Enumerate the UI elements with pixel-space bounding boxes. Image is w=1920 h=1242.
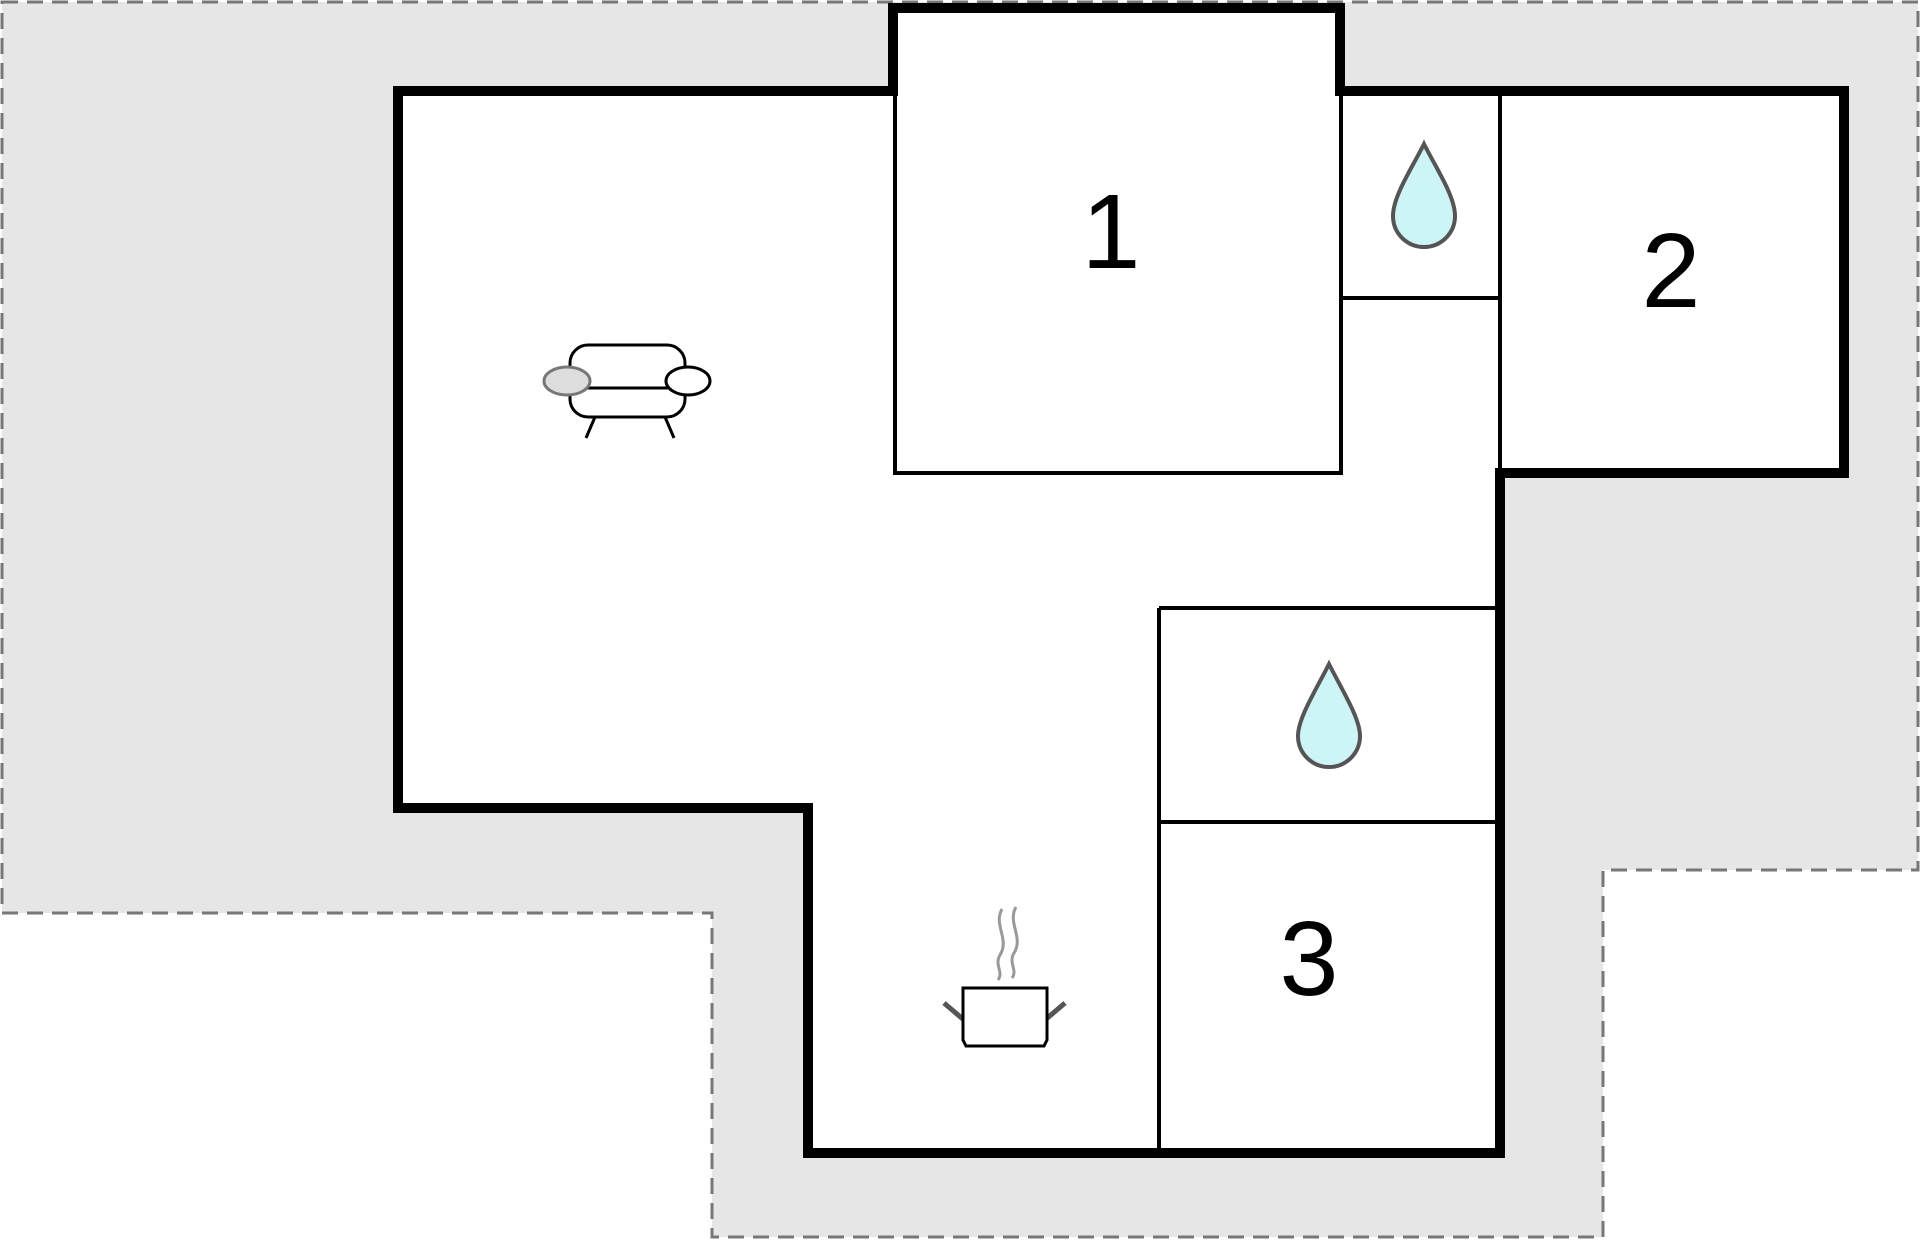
water-drop-icon [1295, 659, 1363, 769]
interior-walls [893, 91, 1502, 1153]
room-label-3: 3 [1280, 900, 1339, 1018]
sofa-icon [542, 343, 712, 439]
water-drop-icon [1390, 139, 1458, 249]
room-label-2: 2 [1642, 212, 1701, 330]
interior-floor [398, 8, 1844, 1153]
exterior-walls [393, 3, 1849, 1158]
cooking-pot-icon [942, 906, 1067, 1048]
room-label-1: 1 [1082, 173, 1141, 291]
